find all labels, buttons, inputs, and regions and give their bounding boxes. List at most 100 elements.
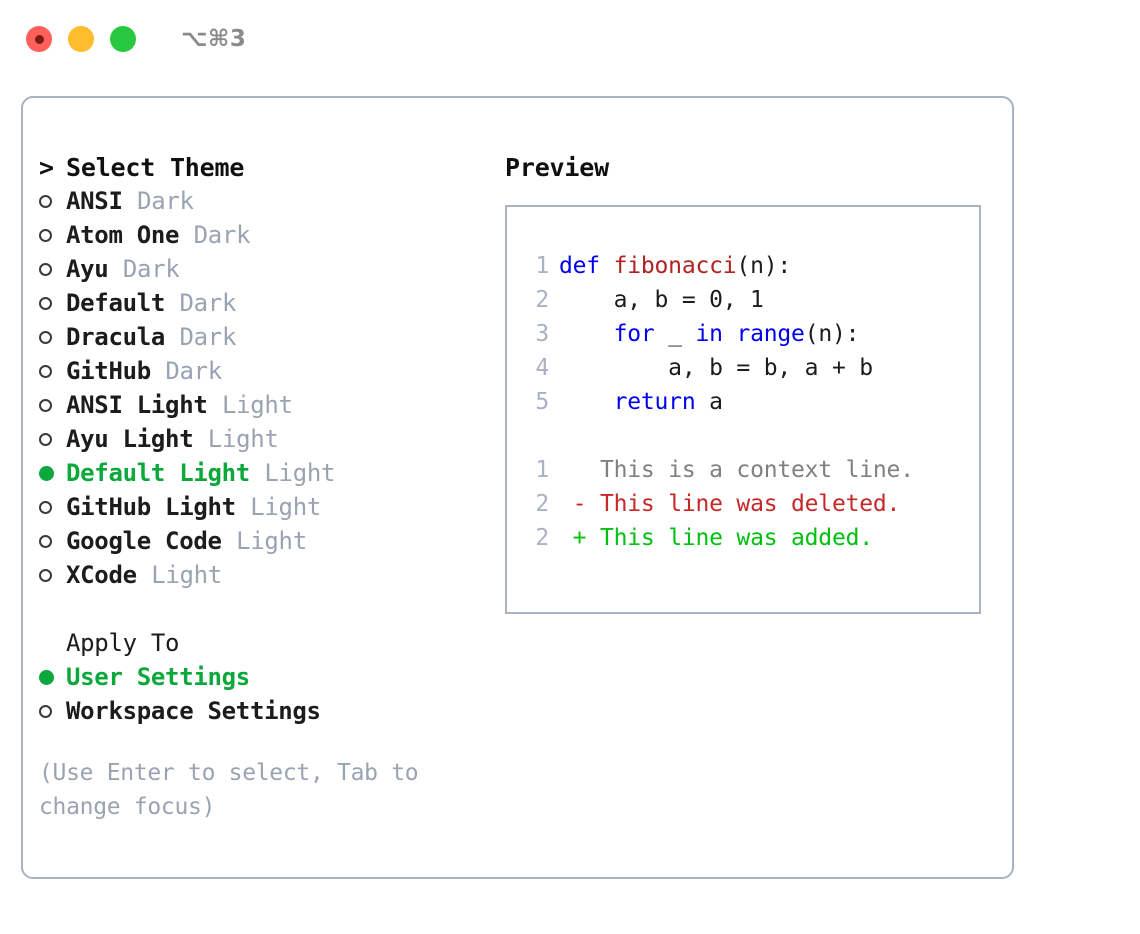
theme-option-tag: Light	[264, 459, 336, 487]
theme-option-tag: Dark	[179, 289, 237, 317]
code-token	[723, 321, 737, 347]
theme-option-atom-one[interactable]: Atom One Dark	[39, 218, 493, 252]
maximize-button[interactable]	[110, 26, 136, 52]
apply-to-heading: Apply To	[39, 626, 493, 660]
diff-text: This line was deleted.	[599, 491, 901, 517]
select-theme-title: Select Theme	[66, 152, 245, 182]
close-icon	[34, 34, 44, 44]
theme-option-github-light[interactable]: GitHub Light Light	[39, 490, 493, 524]
theme-option-tag: Dark	[165, 357, 222, 385]
theme-option-label: Default	[66, 289, 166, 317]
code-token: fibonacci	[613, 253, 737, 279]
theme-option-label: ANSI	[66, 187, 123, 215]
apply-to-option-workspace-settings[interactable]: Workspace Settings	[39, 694, 493, 728]
radio-unselected-icon	[39, 330, 66, 344]
radio-unselected-icon	[39, 500, 66, 514]
code-token: return	[613, 389, 696, 415]
line-number: 5	[535, 389, 549, 415]
theme-option-ansi[interactable]: ANSI Dark	[39, 184, 493, 218]
title-bar: ⌥⌘3	[0, 0, 1140, 78]
theme-option-ayu-light[interactable]: Ayu Light Light	[39, 422, 493, 456]
code-line: 2 a, b = 0, 1	[507, 283, 979, 317]
line-number: 1	[535, 457, 549, 483]
diff-line-del: 2 - This line was deleted.	[507, 487, 979, 521]
apply-to-title: Apply To	[66, 629, 180, 657]
theme-option-tag: Light	[221, 391, 293, 419]
code-token: for	[613, 321, 655, 347]
theme-option-label: ANSI Light	[66, 391, 208, 419]
code-token: in	[695, 321, 723, 347]
theme-option-ayu[interactable]: Ayu Dark	[39, 252, 493, 286]
theme-option-label: Google Code	[66, 527, 222, 555]
radio-unselected-icon	[39, 704, 66, 718]
radio-selected-icon	[39, 465, 66, 481]
code-token: a, b = 0, 1	[559, 287, 764, 313]
apply-to-option-label: User Settings	[66, 663, 250, 691]
radio-selected-icon	[39, 669, 66, 685]
caret-icon: >	[39, 152, 54, 182]
radio-unselected-icon	[39, 432, 66, 446]
radio-unselected-icon	[39, 228, 66, 242]
theme-option-xcode[interactable]: XCode Light	[39, 558, 493, 592]
code-token	[559, 389, 614, 415]
radio-unselected-icon	[39, 568, 66, 582]
theme-option-label: Ayu	[66, 255, 109, 283]
code-token: a, b = b, a + b	[559, 355, 873, 381]
theme-option-tag: Light	[236, 527, 307, 555]
theme-option-tag: Light	[207, 425, 279, 453]
theme-option-label: Default Light	[66, 459, 250, 487]
theme-option-tag: Light	[250, 493, 321, 521]
radio-unselected-icon	[39, 364, 66, 378]
radio-unselected-icon	[39, 534, 66, 548]
theme-option-default-light[interactable]: Default Light Light	[39, 456, 493, 490]
code-token: def	[559, 253, 614, 279]
diff-line-ctx: 1 This is a context line.	[507, 453, 979, 487]
close-button[interactable]	[26, 26, 52, 52]
code-line: 4 a, b = b, a + b	[507, 351, 979, 385]
theme-option-ansi-light[interactable]: ANSI Light Light	[39, 388, 493, 422]
keyboard-shortcut-label: ⌥⌘3	[181, 26, 247, 52]
theme-option-tag: Dark	[122, 255, 180, 283]
code-diff-separator	[507, 419, 979, 453]
theme-option-label: Atom One	[66, 221, 180, 249]
apply-to-option-user-settings[interactable]: User Settings	[39, 660, 493, 694]
radio-unselected-icon	[39, 194, 66, 208]
theme-option-dracula[interactable]: Dracula Dark	[39, 320, 493, 354]
code-token	[559, 321, 614, 347]
diff-text: This line was added.	[599, 525, 873, 551]
line-number: 1	[535, 253, 549, 279]
line-number: 2	[535, 287, 549, 313]
section-spacer	[39, 592, 493, 626]
code-line: 5 return a	[507, 385, 979, 419]
theme-option-label: GitHub Light	[66, 493, 236, 521]
select-theme-heading: > Select Theme	[39, 150, 493, 184]
theme-option-tag: Dark	[193, 221, 251, 249]
theme-option-google-code[interactable]: Google Code Light	[39, 524, 493, 558]
apply-to-option-label: Workspace Settings	[66, 697, 321, 725]
radio-unselected-icon	[39, 398, 66, 412]
theme-option-label: Ayu Light	[66, 425, 194, 453]
traffic-light-group	[26, 26, 136, 52]
code-line: 3 for _ in range(n):	[507, 317, 979, 351]
theme-option-label: GitHub	[66, 357, 151, 385]
diff-line-add: 2 + This line was added.	[507, 521, 979, 555]
preview-heading: Preview	[505, 152, 609, 182]
code-token: (n):	[804, 321, 860, 347]
minimize-button[interactable]	[68, 26, 94, 52]
theme-option-tag: Dark	[137, 187, 194, 215]
theme-option-github[interactable]: GitHub Dark	[39, 354, 493, 388]
line-number: 2	[535, 491, 549, 517]
theme-option-label: Dracula	[66, 323, 166, 351]
theme-option-default[interactable]: Default Dark	[39, 286, 493, 320]
code-token: _	[654, 321, 696, 347]
radio-unselected-icon	[39, 262, 66, 276]
code-token: a	[695, 389, 723, 415]
